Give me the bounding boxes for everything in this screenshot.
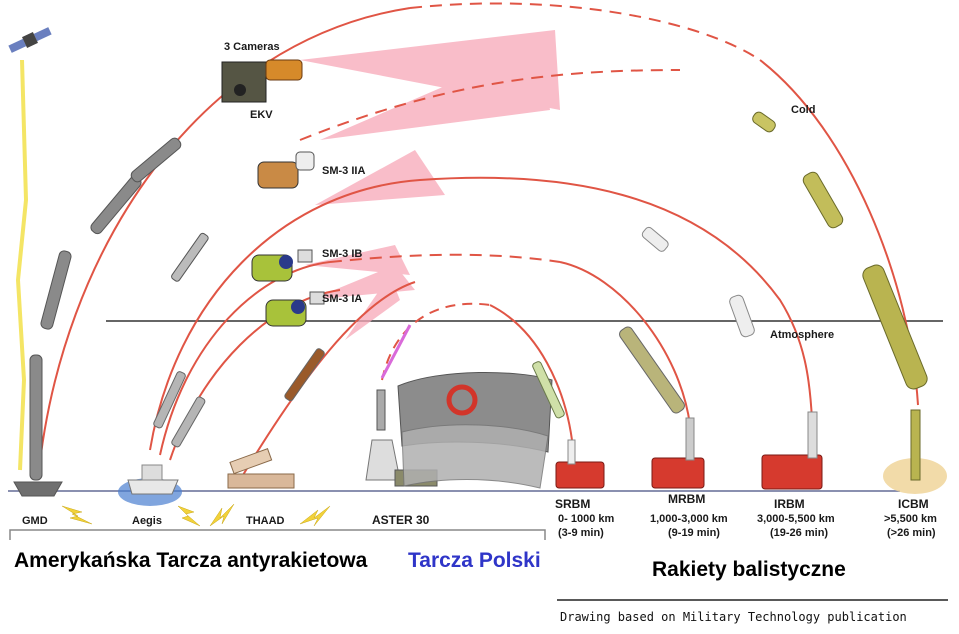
svg-text:ICBM: ICBM [898, 497, 929, 511]
icbm-warhead [752, 111, 776, 133]
sm3-ib-icon [251, 249, 313, 282]
label-atmosphere: Atmosphere [770, 329, 834, 341]
label-sm3-ia: SM-3 IA [322, 293, 362, 305]
srbm-launcher [555, 461, 605, 489]
label-gmd: GMD [22, 515, 48, 527]
label-ekv: EKV [250, 109, 273, 121]
gmd-silo [13, 481, 63, 497]
trajectory-ib [159, 261, 331, 456]
label-cameras: 3 Cameras [224, 41, 280, 53]
svg-text:IRBM: IRBM [774, 497, 805, 511]
label-sm3-ib: SM-3 IB [322, 248, 362, 260]
svg-text:(3-9 min): (3-9 min) [558, 527, 604, 539]
thaad-launcher-icon [227, 448, 295, 489]
trajectory-aster-dashed [381, 302, 491, 381]
gmd-interceptor-stages [13, 137, 182, 497]
missile-irbm-label: IRBM 3,000-5,500 km (19-26 min) [757, 497, 835, 539]
icbm-silo-icon [883, 409, 947, 494]
trajectory-ekv-dashed [299, 69, 681, 141]
label-aegis: Aegis [132, 515, 162, 527]
aegis-interceptors [153, 348, 325, 448]
label-thaad: THAAD [246, 515, 285, 527]
american-bracket [9, 529, 546, 540]
svg-text:MRBM: MRBM [668, 492, 705, 506]
gmd-stage-1 [40, 250, 72, 330]
srbm-missile [532, 361, 565, 419]
label-sm3-iia: SM-3 IIA [322, 165, 365, 177]
trajectory-thaad [239, 281, 416, 481]
ballistic-missiles-in-flight [532, 111, 928, 419]
label-cold: Cold [791, 104, 815, 116]
icbm-stage-1 [862, 264, 928, 390]
ekv-vehicle-icon [221, 59, 303, 103]
missile-icbm-label: ICBM >5,500 km (>26 min) [884, 497, 937, 539]
svg-text:(9-19 min): (9-19 min) [668, 527, 720, 539]
svg-text:3,000-5,500 km: 3,000-5,500 km [757, 513, 835, 525]
title-ballistic-missiles: Rakiety balistyczne [652, 558, 846, 581]
svg-text:(19-26 min): (19-26 min) [770, 527, 828, 539]
sm3-ia-icon [265, 291, 325, 327]
polish-shield-icon [397, 371, 553, 489]
trajectory-gmd-dashed [409, 2, 761, 61]
bolt-aegis-1 [177, 505, 201, 527]
svg-text:SRBM: SRBM [555, 497, 590, 511]
svg-text:0- 1000 km: 0- 1000 km [558, 513, 614, 525]
cone-sm3-iia [315, 150, 445, 205]
svg-text:>5,500 km: >5,500 km [884, 513, 937, 525]
ground-launchers [555, 411, 823, 490]
trajectory-ia [169, 289, 341, 461]
irbm-warhead [729, 294, 755, 338]
mrbm-launcher [651, 457, 705, 489]
trajectory-mrbm [559, 261, 691, 426]
missile-mrbm-label: MRBM 1,000-3,000 km (9-19 min) [650, 492, 728, 539]
credit-text: Drawing based on Military Technology pub… [560, 610, 907, 624]
trajectory-ib-dashed [329, 253, 561, 263]
missile-srbm-label: SRBM 0- 1000 km (3-9 min) [555, 497, 614, 539]
lightning-bolts [61, 503, 331, 527]
svg-text:1,000-3,000 km: 1,000-3,000 km [650, 513, 728, 525]
title-polish-shield: Tarcza Polski [408, 549, 541, 572]
sm3-iia-icon [171, 151, 315, 282]
bolt-thaad [299, 505, 331, 527]
sensor-cones [300, 30, 560, 340]
label-aster-30: ASTER 30 [372, 513, 430, 527]
irbm-launcher [761, 454, 823, 490]
satellite-icon [8, 27, 52, 53]
mrbm-missile [619, 326, 685, 414]
trajectory-iia [149, 176, 813, 451]
mrbm-warhead [641, 226, 669, 252]
svg-text:(>26 min): (>26 min) [887, 527, 936, 539]
icbm-stage-2 [802, 171, 844, 229]
title-american-shield: Amerykańska Tarcza antyrakietowa [14, 549, 368, 572]
bolt-aegis-2 [209, 503, 235, 527]
trajectory-srbm [489, 304, 573, 441]
bolt-gmd [61, 505, 93, 525]
gmd-beam [15, 59, 29, 471]
aegis-ship-icon [118, 464, 182, 506]
gmd-missile-ground [29, 354, 43, 481]
gmd-stage-3 [130, 137, 182, 183]
cone-ekv [320, 45, 550, 140]
